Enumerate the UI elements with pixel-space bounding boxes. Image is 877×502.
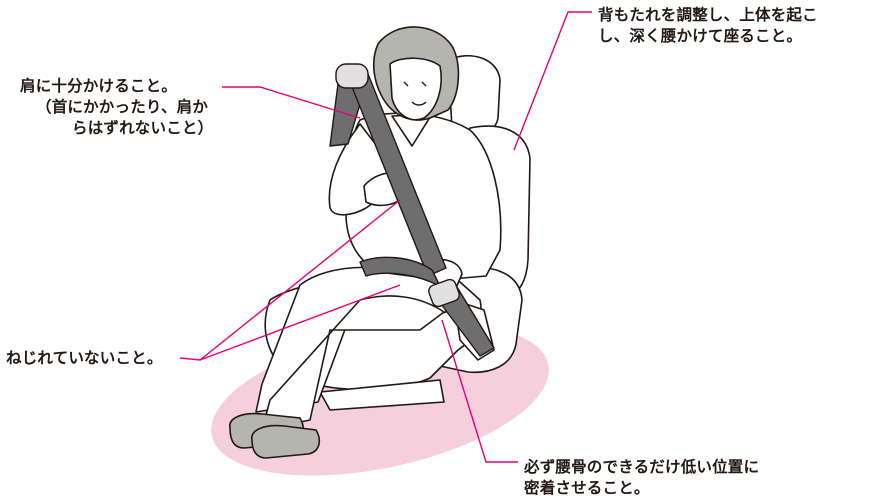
seatback-label-line1: 背もたれを調整し、上体を起こ (598, 6, 818, 24)
seatback-label-line2: し、深く腰かけて座ること。 (598, 27, 803, 45)
shoulder-label-line3: らはずれないこと） (72, 119, 214, 137)
legs (255, 266, 447, 431)
hip-label-line2: 密着させること。 (524, 479, 650, 497)
head (372, 26, 460, 121)
leader-lines (179, 11, 592, 463)
hip-position-label: 必ず腰骨のできるだけ低い位置に 密着させること。 (524, 457, 759, 499)
seatbelt (329, 63, 495, 357)
seatback-adjust-label: 背もたれを調整し、上体を起こ し、深く腰かけて座ること。 (598, 5, 818, 47)
shoulder-label-line2: （首にかかったり、肩か (36, 98, 209, 116)
shoes (229, 412, 321, 459)
shoulder-label-line1: 肩に十分かけること。 (20, 77, 178, 95)
shoulder-fit-label: 肩に十分かけること。 （首にかかったり、肩か らはずれないこと） (20, 76, 213, 139)
no-twist-label: ねじれていないこと。 (6, 349, 163, 367)
hip-label-line1: 必ず腰骨のできるだけ低い位置に (524, 458, 760, 476)
